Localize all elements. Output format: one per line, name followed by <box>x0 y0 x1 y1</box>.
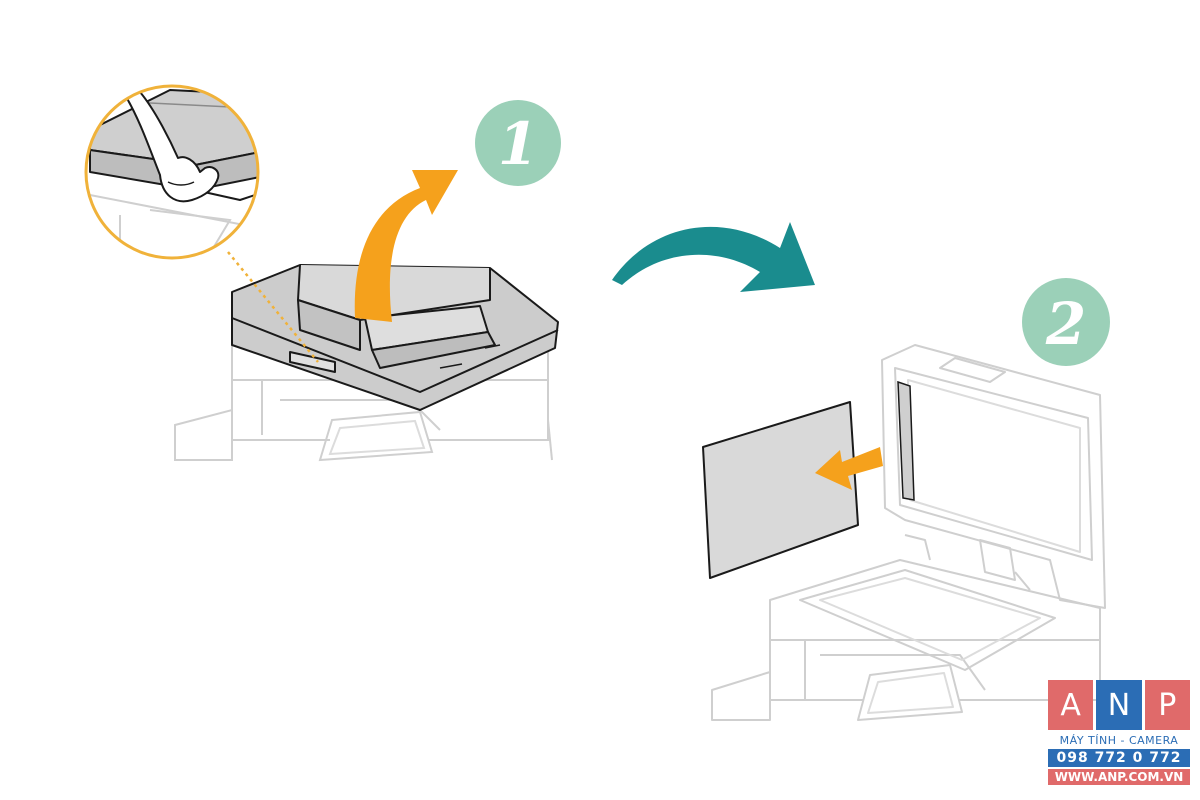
document-feeder <box>231 264 559 411</box>
step-number-1: 1 <box>498 110 538 178</box>
zoom-ring <box>84 84 260 260</box>
pull-arrow <box>815 447 883 490</box>
printer-right <box>711 344 1106 721</box>
zoom-detail <box>84 84 319 363</box>
logo-tagline: MÁY TÍNH - CAMERA <box>1059 734 1179 747</box>
zoom-leader-line <box>227 251 319 363</box>
logo-phone: 098 772 0 772 <box>1048 749 1190 767</box>
lid-strip <box>897 380 915 501</box>
step-badge-1: 1 <box>475 100 561 186</box>
logo-website: WWW.ANP.COM.VN <box>1048 769 1190 785</box>
step-number-2: 2 <box>1045 290 1086 358</box>
hand-icon <box>124 91 220 203</box>
lift-arrow <box>354 170 458 322</box>
printer-left-body <box>174 344 553 462</box>
step-badge-2: 2 <box>1022 278 1110 366</box>
logo-letter-p: P <box>1144 680 1190 730</box>
next-step-arrow <box>612 222 815 292</box>
document-sheet <box>702 401 859 579</box>
anp-logo: A N P MÁY TÍNH - CAMERA 098 772 0 772 WW… <box>1048 680 1190 792</box>
logo-letter-a: A <box>1048 680 1094 730</box>
logo-letter-n: N <box>1096 680 1142 730</box>
printer-left <box>174 170 559 462</box>
zoom-contents <box>86 86 258 258</box>
logo-letters: A N P <box>1048 680 1190 730</box>
